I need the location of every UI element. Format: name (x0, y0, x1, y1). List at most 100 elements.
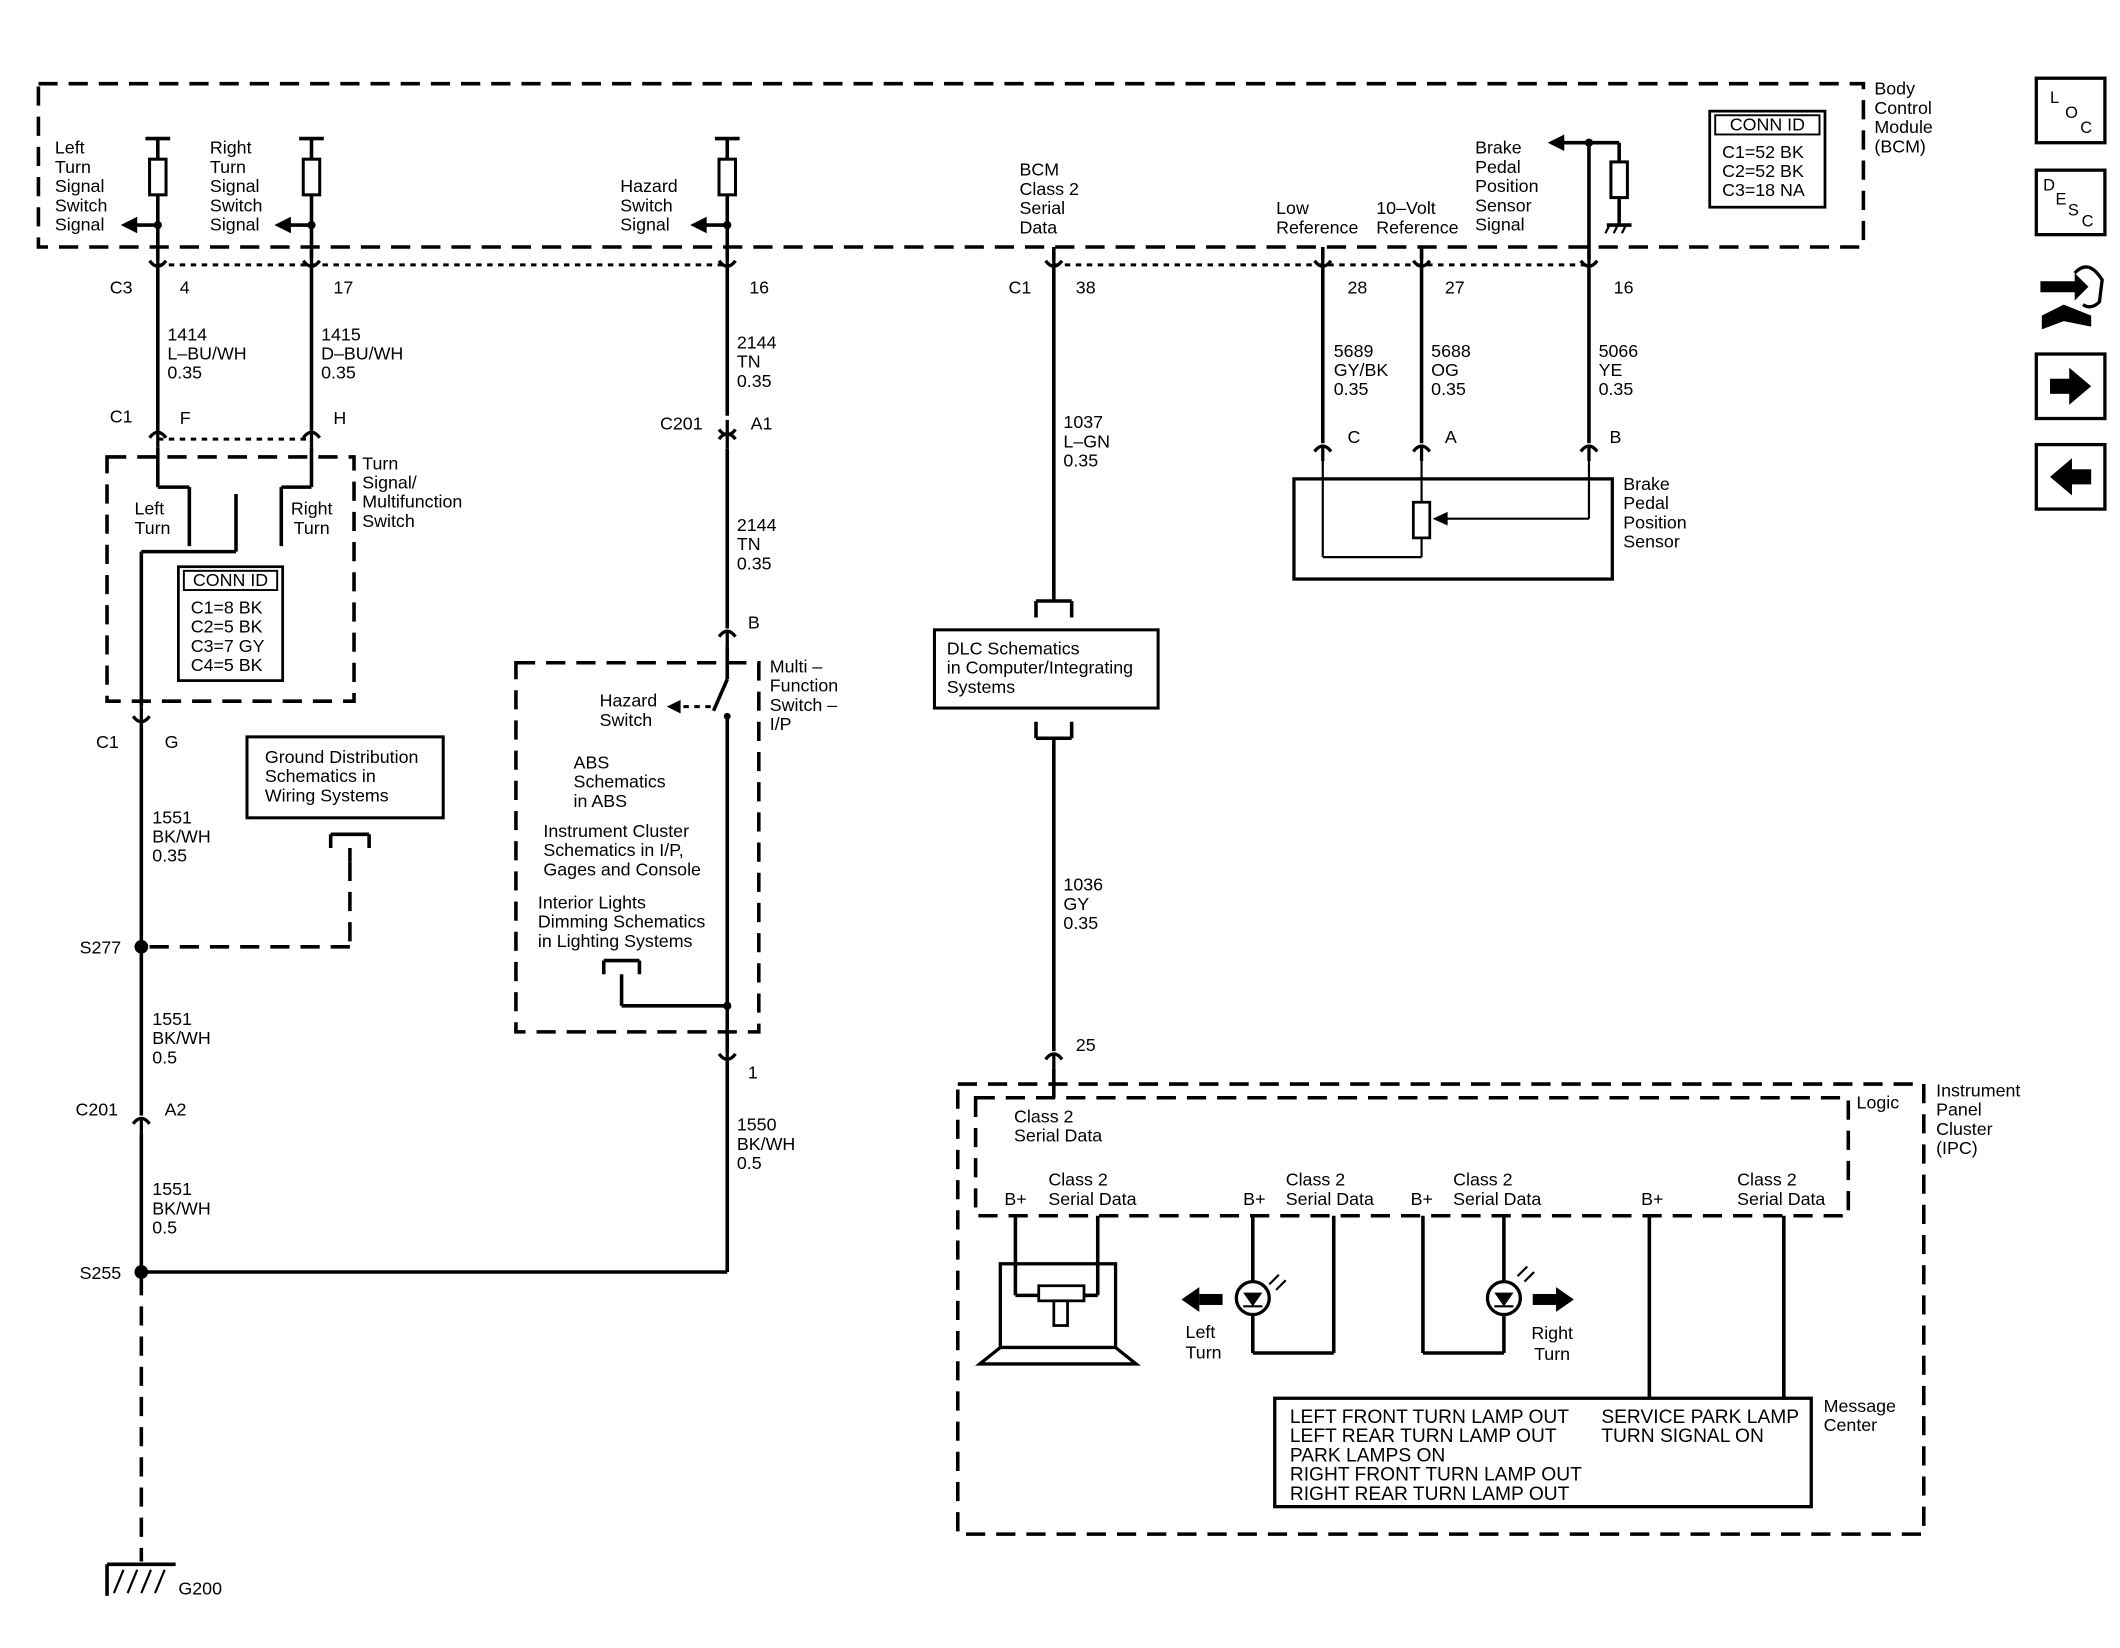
message-center-display: LEFT FRONT TURN LAMP OUT LEFT REAR TURN … (1273, 1396, 1813, 1509)
left-turn-pullup (120, 136, 171, 260)
wire-5066-label: 5066 YE 0.35 (1599, 341, 1644, 399)
right-turn-label: Right Turn (291, 499, 338, 538)
dlc-schematics-label: DLC Schematics in Computer/Integrating S… (947, 639, 1138, 697)
turn-signal-multifunction-switch: Left Turn Right Turn CONN ID C1=8 BK C2=… (105, 447, 356, 707)
bcm-class2-label: BCM Class 2 Serial Data (1020, 160, 1084, 238)
desc-button[interactable]: D E S C (2034, 168, 2107, 237)
pin-F: F (180, 408, 191, 428)
previous-page-button[interactable] (2034, 442, 2107, 511)
low-reference-label: Low Reference (1276, 198, 1358, 237)
hazard-switch-label: Hazard Switch (600, 691, 662, 730)
message-list-left: LEFT FRONT TURN LAMP OUT LEFT REAR TURN … (1290, 1407, 1587, 1505)
bcm-conn-id-c3: C3=18 NA (1722, 180, 1805, 200)
conn-c3: C3 (110, 278, 133, 298)
body-control-module: Body Control Module (BCM) CONN ID C1=52 … (36, 79, 1937, 267)
brake-pedal-position-sensor (1292, 461, 1614, 581)
pin-38: 38 (1076, 278, 1096, 298)
ten-volt-reference-label: 10–Volt Reference (1376, 198, 1458, 237)
turn-switch-conn-c3: C3=7 GY (191, 636, 265, 656)
serial-data-label-1: Class 2 Serial Data (1048, 1170, 1136, 1209)
loc-button[interactable]: L O C (2034, 76, 2107, 145)
desc-letter-d: D (2043, 177, 2055, 195)
pin-16-hazard: 16 (749, 278, 769, 298)
right-turn-indicator-icon (1421, 1215, 1574, 1355)
brake-signal-pulldown (1547, 134, 1632, 260)
turn-switch-conn-id-title: CONN ID (193, 570, 268, 590)
wire-1551-c-label: 1551 BK/WH 0.5 (152, 1179, 215, 1237)
bcm-title: Body Control Module (BCM) (1874, 79, 1937, 157)
pin-25: 25 (1076, 1035, 1096, 1055)
loc-letter-c: C (2080, 119, 2092, 137)
pin-B-multifunction: B (748, 612, 760, 632)
bcm-conn-id-title: CONN ID (1730, 114, 1805, 134)
conn-c1-turn-switch: C1 (110, 407, 133, 427)
arrow-right-icon (2050, 367, 2092, 405)
conn-c201-left: C201 (75, 1100, 118, 1120)
left-turn-indicator-icon (1181, 1215, 1336, 1355)
turn-switch-title: Turn Signal/ Multifunction Switch (362, 453, 467, 531)
multifunction-switch-ip: Hazard Switch ABS Schematics in ABS Inst… (514, 646, 761, 1053)
pin-17: 17 (333, 278, 353, 298)
ground-distribution-label: Ground Distribution Schematics in Wiring… (265, 747, 424, 805)
serial-data-label-4: Class 2 Serial Data (1737, 1170, 1825, 1209)
desc-letter-e: E (2056, 190, 2067, 208)
conn-c1-bcm: C1 (1009, 278, 1032, 298)
wire-2144-b-label: 2144 TN 0.35 (737, 515, 782, 573)
connector-route-icon[interactable] (2036, 255, 2105, 335)
desc-letter-s: S (2068, 201, 2079, 219)
brake-pedal-sensor-title: Brake Pedal Position Sensor (1623, 474, 1691, 552)
interior-lights-dimming-label: Interior Lights Dimming Schematics in Li… (538, 892, 710, 950)
pin-27: 27 (1445, 278, 1465, 298)
bcm-conn-id-box: CONN ID C1=52 BK C2=52 BK C3=18 NA (1708, 109, 1827, 209)
wire-5688-label: 5688 OG 0.35 (1431, 341, 1476, 399)
ipc-title: Instrument Panel Cluster (IPC) (1936, 1080, 2025, 1158)
message-center-label: Message Center (1824, 1396, 1901, 1435)
left-turn-ipc-label: Left Turn (1186, 1322, 1222, 1363)
instrument-cluster-schematics-label: Instrument Cluster Schematics in I/P, Ga… (543, 821, 701, 879)
wire-1415-label: 1415 D–BU/WH 0.35 (321, 324, 408, 382)
hazard-pullup (690, 136, 740, 260)
conn-c1-ground: C1 (96, 732, 119, 752)
sensor-pin-C: C (1347, 427, 1360, 447)
ground-g200-label: G200 (178, 1578, 222, 1598)
pin-4: 4 (180, 278, 190, 298)
conn-c201-hazard: C201 (660, 413, 703, 433)
wire-1550-label: 1550 BK/WH 0.5 (737, 1115, 800, 1173)
right-turn-pullup (274, 136, 324, 260)
loc-letter-l: L (2050, 89, 2059, 107)
left-turn-label: Left Turn (134, 499, 170, 538)
hazard-signal-label: Hazard Switch Signal (620, 176, 682, 234)
ipc-logic-label: Logic (1857, 1093, 1900, 1113)
gauge-icon (975, 1215, 1141, 1366)
turn-switch-conn-id-box: CONN ID C1=8 BK C2=5 BK C3=7 GY C4=5 BK (177, 565, 285, 682)
ground-g200 (105, 1562, 176, 1596)
right-turn-signal-label: Right Turn Signal Switch Signal (210, 138, 267, 235)
sensor-pin-A: A (1445, 427, 1457, 447)
pin-1: 1 (748, 1063, 758, 1083)
bcm-conn-id-c1: C1=52 BK (1722, 142, 1804, 162)
bplus-label-3: B+ (1411, 1189, 1433, 1209)
instrument-panel-cluster: Logic Class 2 Serial Data B+ Class 2 Ser… (955, 1068, 1926, 1536)
bcm-conn-id-c2: C2=52 BK (1722, 161, 1804, 181)
multifunction-switch-title: Multi – Function Switch – I/P (770, 656, 843, 734)
serial-data-label-2: Class 2 Serial Data (1286, 1170, 1374, 1209)
pin-G: G (165, 732, 179, 752)
brake-signal-label: Brake Pedal Position Sensor Signal (1475, 138, 1543, 235)
pin-28: 28 (1347, 278, 1367, 298)
wire-1036-label: 1036 GY 0.35 (1063, 875, 1108, 933)
pin-H: H (333, 408, 346, 428)
bplus-label-2: B+ (1243, 1189, 1265, 1209)
sensor-pin-B: B (1610, 427, 1622, 447)
message-list-right: SERVICE PARK LAMP TURN SIGNAL ON (1601, 1407, 1804, 1447)
wire-1414-label: 1414 L–BU/WH 0.35 (167, 324, 251, 382)
pin-A2: A2 (165, 1100, 187, 1120)
arrow-left-icon (2050, 458, 2092, 496)
turn-switch-conn-c4: C4=5 BK (191, 655, 263, 675)
next-page-button[interactable] (2034, 352, 2107, 421)
abs-schematics-label: ABS Schematics in ABS (574, 752, 671, 810)
right-turn-ipc-label: Right Turn (1531, 1323, 1578, 1364)
splice-s255-label: S255 (80, 1263, 122, 1283)
serial-data-label-3: Class 2 Serial Data (1453, 1170, 1541, 1209)
turn-switch-conn-c2: C2=5 BK (191, 617, 263, 637)
